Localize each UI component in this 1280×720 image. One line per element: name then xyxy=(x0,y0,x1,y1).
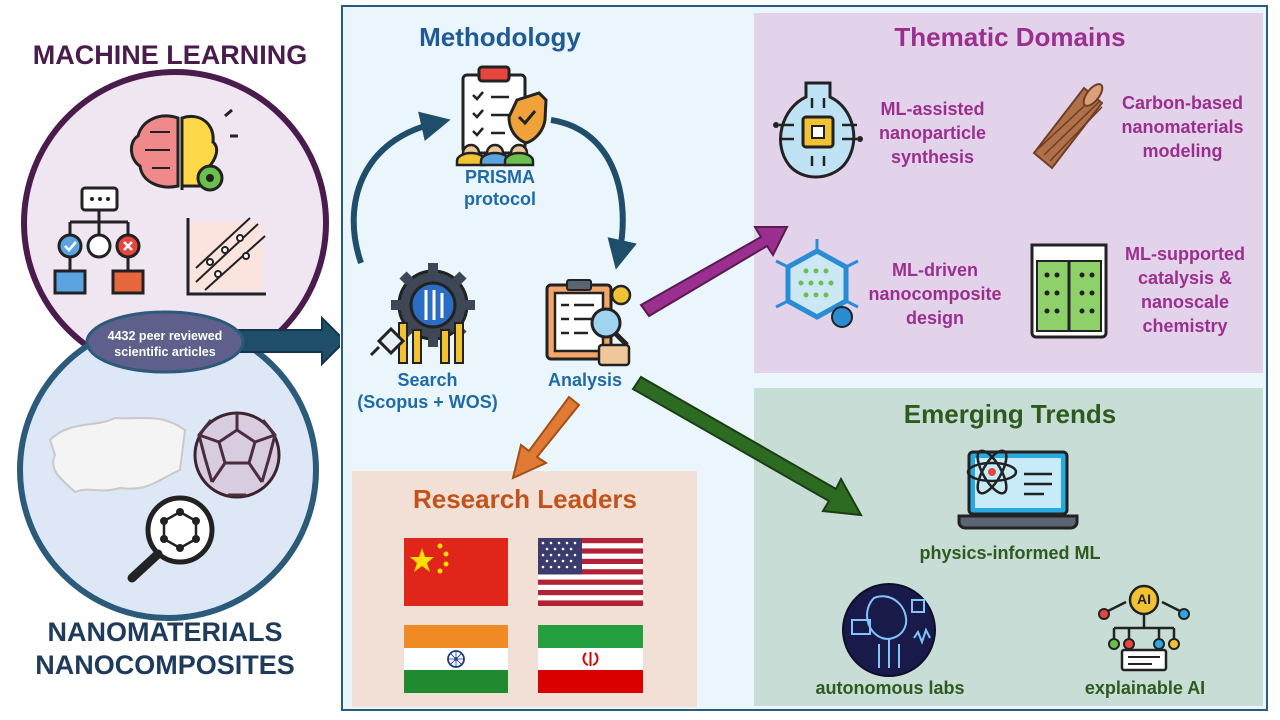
emerging-icons xyxy=(842,449,1190,677)
arrow-to-thematic xyxy=(639,226,789,318)
machine-learning-title: MACHINE LEARNING xyxy=(32,40,308,70)
nano-title-line1: NANOMATERIALS xyxy=(47,617,283,647)
thematic-domains-title: Thematic Domains xyxy=(894,22,1126,52)
india-flag-icon xyxy=(404,625,508,693)
beaker-grid-icon xyxy=(1030,243,1108,339)
domain-nanoparticle-synthesis: ML-assisted nanoparticle synthesis xyxy=(860,97,1005,169)
domain-line: ML-assisted xyxy=(880,99,985,119)
domain-line: catalysis & xyxy=(1137,268,1233,288)
methodology-graphic xyxy=(350,65,863,517)
trend-explainable-ai: explainable AI xyxy=(1084,678,1206,698)
analysis-label: Analysis xyxy=(547,370,623,390)
fullerene-icon xyxy=(193,411,281,499)
domain-line: nanoscale xyxy=(1140,292,1230,312)
brain-gear-icon xyxy=(130,108,238,192)
flask-chip-icon xyxy=(773,81,863,179)
prisma-protocol-label: PRISMA protocol xyxy=(420,166,580,210)
methodology-title: Methodology xyxy=(419,22,581,52)
cycle-arrow-left xyxy=(350,111,451,264)
search-line1: Search xyxy=(397,370,458,390)
magnifier-molecule-icon xyxy=(127,495,215,583)
laptop-atom-icon xyxy=(957,449,1079,530)
prisma-line2: protocol xyxy=(464,189,536,209)
nanomaterials-title: NANOMATERIALS NANOCOMPOSITES xyxy=(15,616,315,682)
domain-line: modeling xyxy=(1142,141,1223,161)
carbon-nanotube-icon xyxy=(1032,83,1104,170)
graphene-sheet-icon xyxy=(48,416,187,494)
nano-title-line2: NANOCOMPOSITES xyxy=(35,650,295,680)
china-flag-icon xyxy=(404,538,508,606)
robot-lab-icon xyxy=(842,583,936,677)
iran-flag-icon xyxy=(538,625,643,693)
emerging-trends-title: Emerging Trends xyxy=(903,399,1117,429)
hexagon-network-icon xyxy=(775,239,859,328)
articles-badge xyxy=(85,310,245,374)
prisma-line1: PRISMA xyxy=(464,167,535,187)
thematic-icons xyxy=(773,81,1108,339)
domain-line: nanoparticle xyxy=(878,123,987,143)
domain-line: ML-supported xyxy=(1125,244,1245,264)
search-line2: (Scopus + WOS) xyxy=(357,392,498,412)
articles-line2: scientific articles xyxy=(114,345,216,359)
domain-line: design xyxy=(905,308,964,328)
domain-line: synthesis xyxy=(890,147,975,167)
domain-catalysis-chemistry: ML-supported catalysis & nanoscale chemi… xyxy=(1110,242,1260,338)
trend-autonomous-labs: autonomous labs xyxy=(815,678,965,698)
domain-nanocomposite-design: ML-driven nanocomposite design xyxy=(855,258,1015,330)
search-label: Search (Scopus + WOS) xyxy=(340,369,515,413)
decision-tree-icon xyxy=(53,186,145,295)
domain-line: nanocomposite xyxy=(868,284,1002,304)
left-circles-graphic xyxy=(17,69,340,621)
cycle-arrow-right xyxy=(550,117,637,270)
arrow-to-emerging xyxy=(631,375,863,517)
articles-count-label: 4432 peer reviewed scientific articles xyxy=(95,328,235,360)
analysis-clipboard-icon xyxy=(545,279,632,367)
usa-flag-icon xyxy=(538,538,643,606)
domain-line: Carbon-based xyxy=(1121,93,1244,113)
trend-physics-informed-ml: physics-informed ML xyxy=(919,543,1101,563)
articles-line1: 4432 peer reviewed xyxy=(107,329,223,343)
research-leaders-title: Research Leaders xyxy=(412,484,638,514)
search-gear-icon xyxy=(369,263,475,364)
scatter-chart-icon xyxy=(186,217,266,296)
ai-brain-tree-icon xyxy=(1098,584,1190,672)
domain-line: nanomaterials xyxy=(1121,117,1244,137)
domain-carbon-nanomaterials: Carbon-based nanomaterials modeling xyxy=(1105,91,1260,163)
ai-badge: AI xyxy=(1137,591,1151,607)
clipboard-shield-icon xyxy=(455,65,548,167)
emerging-trends-panel xyxy=(754,388,1263,706)
arrow-to-leaders xyxy=(511,395,581,480)
domain-line: chemistry xyxy=(1142,316,1228,336)
domain-line: ML-driven xyxy=(891,260,978,280)
articles-arrow xyxy=(229,315,340,367)
